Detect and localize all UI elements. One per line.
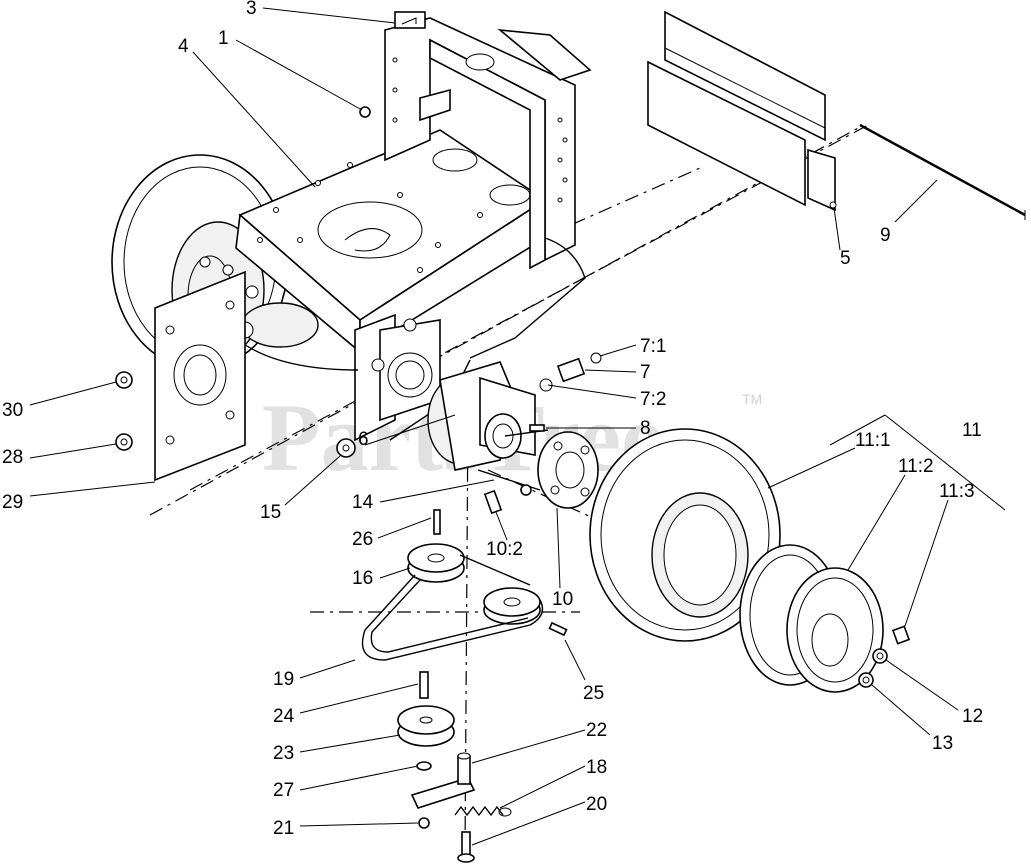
side-rail xyxy=(647,10,837,212)
callout-19: 19 xyxy=(273,669,294,690)
callout-29: 29 xyxy=(2,492,23,513)
bolt-24 xyxy=(419,671,429,699)
stud-10-2 xyxy=(483,489,503,515)
pulley-right xyxy=(483,587,541,625)
valve-stem xyxy=(891,625,911,645)
roll-pin-26 xyxy=(433,509,441,535)
callout-1: 1 xyxy=(218,28,229,49)
nut-12 xyxy=(872,648,888,664)
key-8 xyxy=(529,424,545,432)
callout-30: 30 xyxy=(2,400,23,421)
callout-27: 27 xyxy=(273,780,294,801)
callout-28: 28 xyxy=(2,447,23,468)
callout-11-3: 11:3 xyxy=(939,481,975,502)
wheel-hub xyxy=(537,431,599,509)
callout-24: 24 xyxy=(273,706,295,727)
watermark-tm: TM xyxy=(742,391,762,407)
nut-30 xyxy=(115,371,133,389)
mounting-plate-left xyxy=(154,270,246,482)
callout-5: 5 xyxy=(840,248,851,269)
callout-11: 11 xyxy=(962,420,982,441)
callout-15: 15 xyxy=(260,502,281,523)
callout-11-1: 11:1 xyxy=(855,430,891,451)
callout-10-2: 10:2 xyxy=(486,539,523,560)
callout-7-2: 7:2 xyxy=(640,389,666,410)
bolt-1 xyxy=(359,106,371,118)
callout-25: 25 xyxy=(583,683,604,704)
callout-14: 14 xyxy=(352,492,374,513)
nut-13 xyxy=(858,672,874,688)
callout-13: 13 xyxy=(932,733,953,754)
rim xyxy=(739,544,884,693)
callout-12: 12 xyxy=(962,706,983,727)
leader-lines xyxy=(29,7,1006,846)
callout-labels: 3 1 4 5 9 7:1 7 7:2 8 11 11:1 11:2 11:3 … xyxy=(2,0,983,839)
nut-21 xyxy=(418,817,430,829)
callout-11-2: 11:2 xyxy=(898,456,934,477)
drive-belt xyxy=(361,554,544,661)
callout-22: 22 xyxy=(586,720,607,741)
spring-18 xyxy=(454,805,512,817)
callout-18: 18 xyxy=(586,757,607,778)
callout-20: 20 xyxy=(586,794,607,815)
callout-6: 6 xyxy=(358,429,369,450)
main-frame xyxy=(222,11,592,442)
pulley-16 xyxy=(407,543,465,583)
callout-9: 9 xyxy=(880,225,891,246)
rod xyxy=(859,123,1026,220)
pin-25 xyxy=(548,621,568,637)
callout-7-1: 7:1 xyxy=(640,336,666,357)
callout-8: 8 xyxy=(640,418,651,439)
idler-arm xyxy=(410,752,476,809)
fitting-7 xyxy=(539,352,602,392)
callout-26: 26 xyxy=(352,529,373,550)
callout-7: 7 xyxy=(640,362,651,383)
washer-27 xyxy=(416,761,432,771)
front-tire xyxy=(589,428,781,642)
wheel-motor xyxy=(427,361,549,496)
idler-pulley-23 xyxy=(397,705,455,747)
callout-16: 16 xyxy=(352,568,373,589)
pin-20 xyxy=(457,831,475,863)
callout-3: 3 xyxy=(246,0,257,19)
nut-28 xyxy=(115,433,133,451)
callout-10: 10 xyxy=(552,589,573,610)
bolt-15 xyxy=(336,438,356,458)
callout-4: 4 xyxy=(178,36,189,57)
callout-23: 23 xyxy=(273,743,294,764)
callout-21: 21 xyxy=(273,818,294,839)
